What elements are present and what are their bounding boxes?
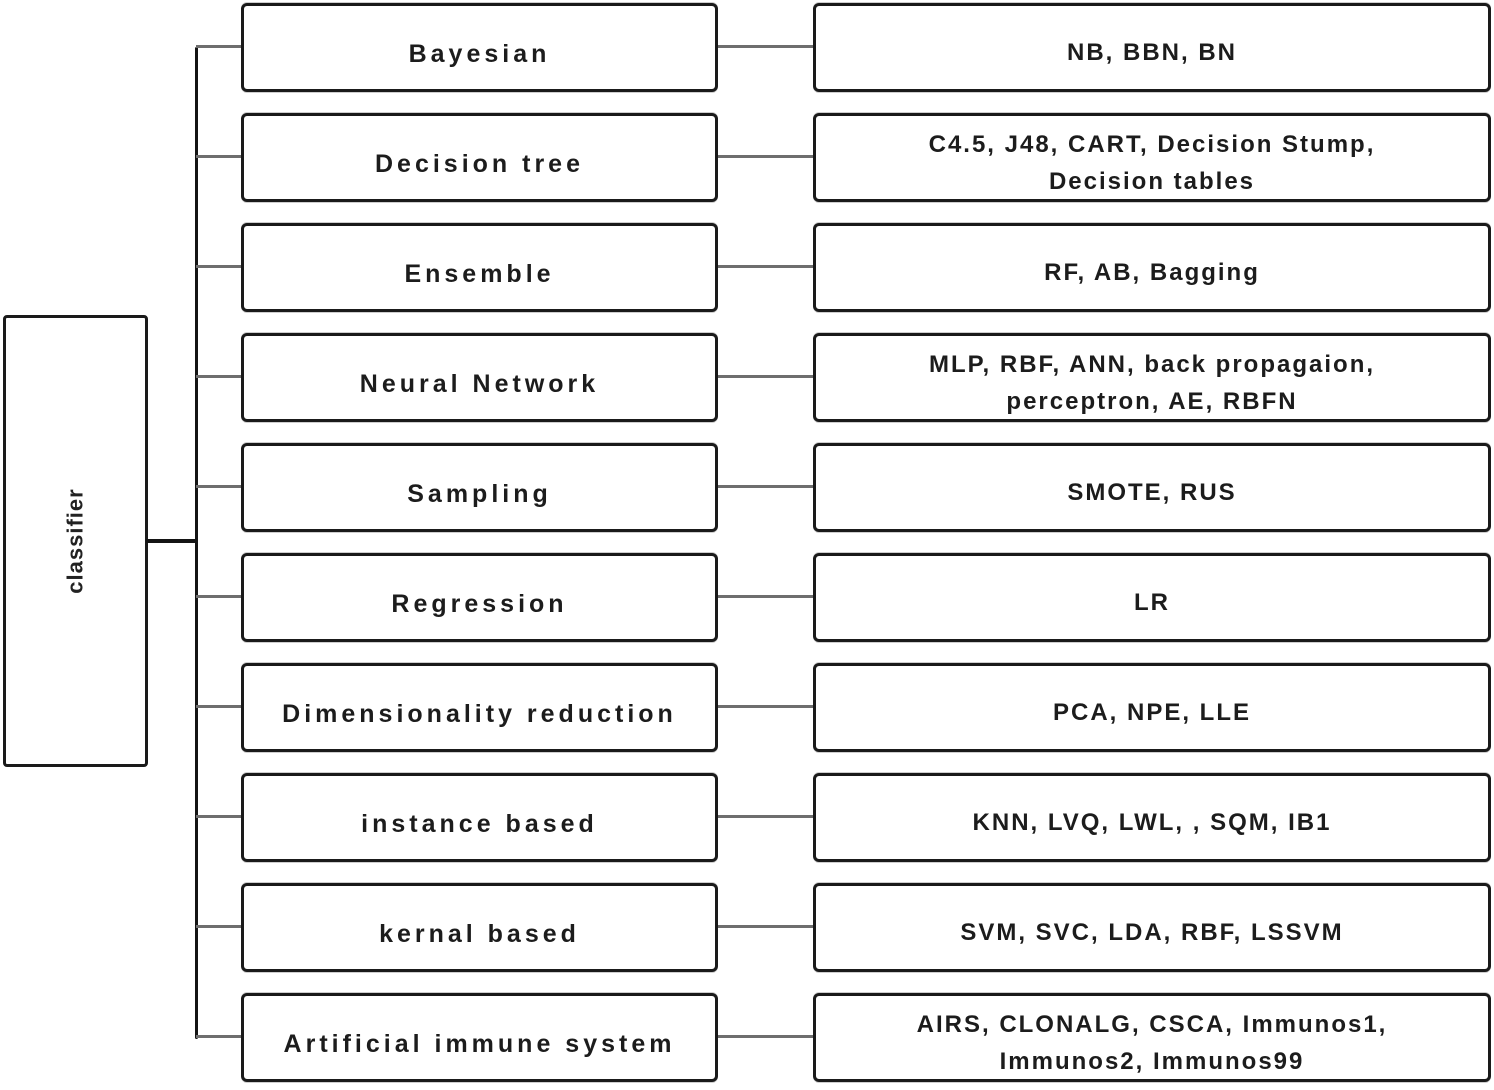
category-label: Ensemble <box>404 260 555 288</box>
taxonomy-rows: Bayesian NB, BBN, BN Decision tree C4.5,… <box>0 3 1494 1082</box>
category-to-algorithms-line <box>718 485 813 488</box>
category-to-algorithms-line <box>718 925 813 928</box>
category-label: Regression <box>391 590 568 618</box>
category-box: Artificial immune system <box>241 993 718 1082</box>
category-label: Neural Network <box>359 370 600 398</box>
branch-line <box>196 485 241 488</box>
algorithms-box: KNN, LVQ, LWL, , SQM, IB1 <box>813 773 1491 862</box>
branch-line <box>196 705 241 708</box>
algorithms-label: LR <box>1134 589 1170 616</box>
category-box: instance based <box>241 773 718 862</box>
category-box: kernal based <box>241 883 718 972</box>
category-to-algorithms-line <box>718 815 813 818</box>
category-box: Bayesian <box>241 3 718 92</box>
category-to-algorithms-line <box>718 45 813 48</box>
row-dimensionality-reduction: Dimensionality reduction PCA, NPE, LLE <box>0 663 1494 752</box>
row-artificial-immune-system: Artificial immune system AIRS, CLONALG, … <box>0 993 1494 1082</box>
category-label: Bayesian <box>408 40 551 68</box>
category-label: Decision tree <box>374 150 584 178</box>
algorithms-label: C4.5, J48, CART, Decision Stump, Decisio… <box>928 130 1376 195</box>
category-box: Regression <box>241 553 718 642</box>
category-to-algorithms-line <box>718 265 813 268</box>
branch-line <box>196 155 241 158</box>
category-box: Decision tree <box>241 113 718 202</box>
category-label: kernal based <box>379 920 580 948</box>
algorithms-box: MLP, RBF, ANN, back propagaion, perceptr… <box>813 333 1491 422</box>
algorithms-box: NB, BBN, BN <box>813 3 1491 92</box>
row-neural-network: Neural Network MLP, RBF, ANN, back propa… <box>0 333 1494 422</box>
category-to-algorithms-line <box>718 1035 813 1038</box>
algorithms-box: LR <box>813 553 1491 642</box>
category-label: instance based <box>361 810 598 838</box>
category-to-algorithms-line <box>718 705 813 708</box>
algorithms-label: NB, BBN, BN <box>1067 39 1237 66</box>
category-label: Dimensionality reduction <box>282 700 677 728</box>
root-classifier-box: classifier <box>3 315 148 767</box>
algorithms-box: AIRS, CLONALG, CSCA, Immunos1, Immunos2,… <box>813 993 1491 1082</box>
branch-line <box>196 375 241 378</box>
branch-line <box>196 925 241 928</box>
row-regression: Regression LR <box>0 553 1494 642</box>
branch-line <box>196 265 241 268</box>
branch-line <box>196 595 241 598</box>
category-label: Sampling <box>407 480 552 508</box>
algorithms-label: KNN, LVQ, LWL, , SQM, IB1 <box>972 809 1332 836</box>
branch-line <box>196 45 241 48</box>
category-to-algorithms-line <box>718 595 813 598</box>
category-box: Neural Network <box>241 333 718 422</box>
algorithms-label: SMOTE, RUS <box>1067 479 1237 506</box>
algorithms-label: RF, AB, Bagging <box>1044 259 1260 286</box>
category-box: Sampling <box>241 443 718 532</box>
row-kernal-based: kernal based SVM, SVC, LDA, RBF, LSSVM <box>0 883 1494 972</box>
row-instance-based: instance based KNN, LVQ, LWL, , SQM, IB1 <box>0 773 1494 862</box>
algorithms-label: SVM, SVC, LDA, RBF, LSSVM <box>960 919 1344 946</box>
branch-line <box>196 1035 241 1038</box>
algorithms-label: MLP, RBF, ANN, back propagaion, perceptr… <box>928 350 1376 415</box>
branch-line <box>196 815 241 818</box>
algorithms-box: RF, AB, Bagging <box>813 223 1491 312</box>
category-to-algorithms-line <box>718 375 813 378</box>
row-sampling: Sampling SMOTE, RUS <box>0 443 1494 532</box>
algorithms-label: AIRS, CLONALG, CSCA, Immunos1, Immunos2,… <box>916 1010 1388 1075</box>
category-label: Artificial immune system <box>283 1030 676 1058</box>
algorithms-box: C4.5, J48, CART, Decision Stump, Decisio… <box>813 113 1491 202</box>
root-to-trunk-line <box>146 539 196 543</box>
trunk-line <box>195 47 198 1039</box>
row-decision-tree: Decision tree C4.5, J48, CART, Decision … <box>0 113 1494 202</box>
algorithms-box: PCA, NPE, LLE <box>813 663 1491 752</box>
row-ensemble: Ensemble RF, AB, Bagging <box>0 223 1494 312</box>
row-bayesian: Bayesian NB, BBN, BN <box>0 3 1494 92</box>
algorithms-box: SVM, SVC, LDA, RBF, LSSVM <box>813 883 1491 972</box>
category-box: Dimensionality reduction <box>241 663 718 752</box>
category-to-algorithms-line <box>718 155 813 158</box>
algorithms-label: PCA, NPE, LLE <box>1052 699 1252 726</box>
algorithms-box: SMOTE, RUS <box>813 443 1491 532</box>
category-box: Ensemble <box>241 223 718 312</box>
